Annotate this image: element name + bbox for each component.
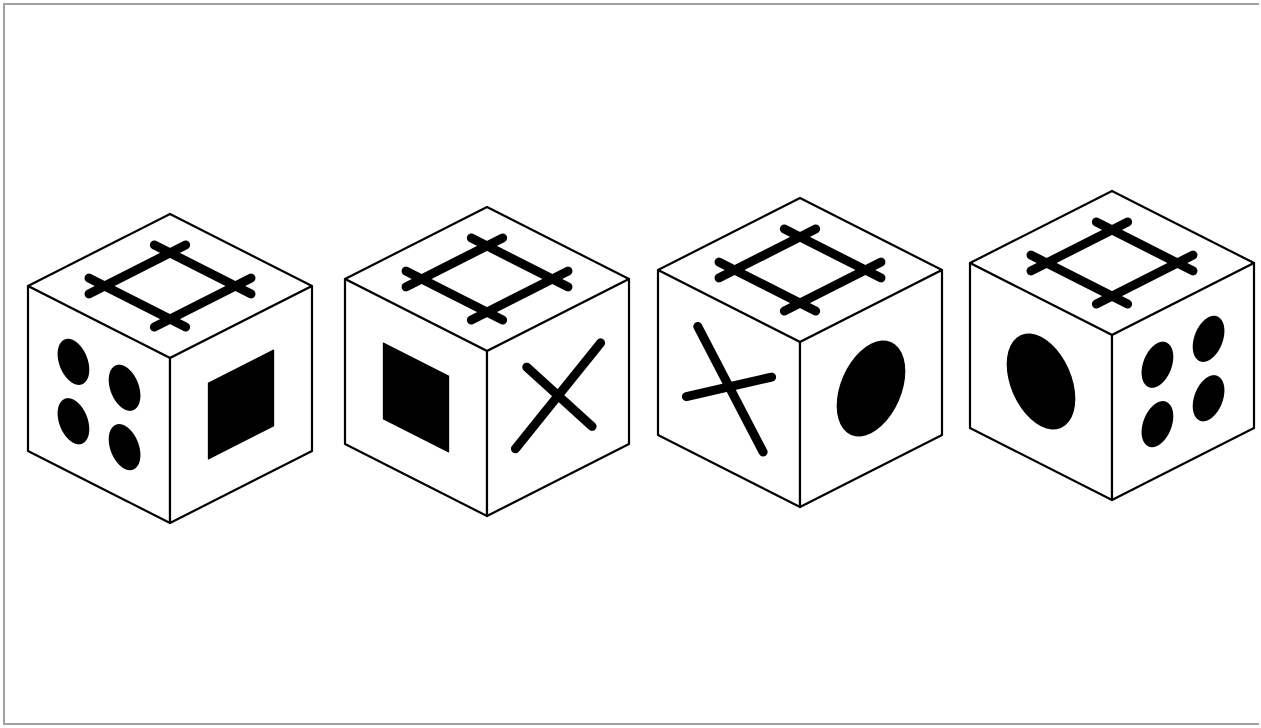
- cube-1: [28, 214, 312, 523]
- cube-2: [345, 207, 629, 516]
- cube-3: [658, 198, 942, 507]
- cube-4: [970, 191, 1254, 500]
